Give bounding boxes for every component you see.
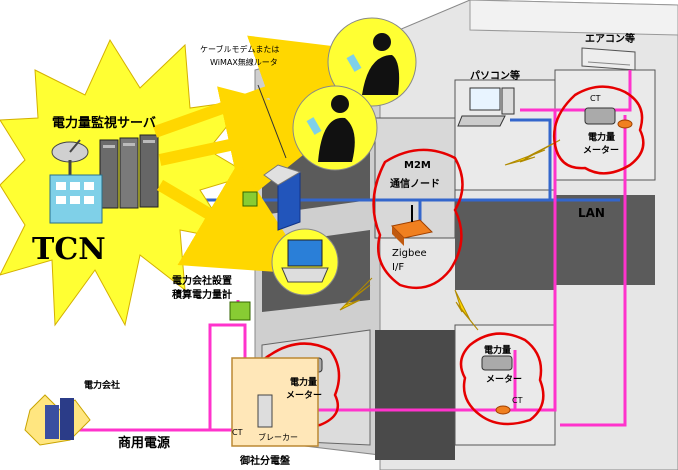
meter-upper-line2: メーター (583, 146, 620, 156)
m2m-node-icon (390, 205, 434, 246)
pc-label: パソコン等 (470, 71, 520, 82)
utility-meter-line1: 電力会社設置 (172, 276, 232, 287)
meter-right-line1: 電力量 (484, 346, 512, 356)
commercial-power-label: 商用電源 (118, 436, 171, 451)
utility-meter-line2: 積算電力量計 (172, 290, 232, 301)
wireless-signal-icons (339, 139, 561, 331)
ct-label-board: CT (232, 428, 243, 437)
distribution-board (231, 357, 319, 447)
mobile-user-1-icon (327, 17, 417, 107)
server-label: 電力量監視サーバ (52, 116, 156, 131)
meter-left-line2: メーター (286, 391, 323, 401)
ct-label-upper: CT (590, 94, 601, 103)
utility-meter-icon (229, 191, 258, 321)
satellite-dish-icon (51, 139, 89, 175)
mobile-user-2-icon (292, 85, 378, 171)
tcn-building-icon (49, 174, 103, 224)
wimax-router-label: WiMAX無線ルータ (210, 58, 278, 67)
aircon-icon (581, 47, 636, 71)
meter-right-line2: メーター (486, 375, 523, 385)
breaker-label: ブレーカー (258, 433, 298, 442)
meter-upper-line1: 電力量 (588, 133, 616, 143)
power-company-icon (24, 394, 91, 446)
zigbee-line2: I/F (392, 262, 405, 273)
meter-left-line1: 電力量 (290, 378, 318, 388)
server-icon (99, 134, 159, 209)
ct-label-right: CT (512, 396, 523, 405)
lan-label: LAN (578, 206, 605, 220)
m2m-line2: 通信ノード (390, 179, 440, 190)
zigbee-line1: Zigbee (392, 248, 427, 259)
pc-icon (457, 87, 515, 127)
aircon-label: エアコン等 (585, 34, 635, 45)
m2m-line1: M2M (404, 160, 431, 171)
power-company-label: 電力会社 (84, 381, 121, 391)
cable-modem-label: ケーブルモデムまたは (200, 45, 280, 54)
laptop-icon (271, 228, 339, 296)
distribution-board-label: 御社分電盤 (240, 456, 290, 467)
tcn-label: TCN (32, 232, 106, 267)
building (254, 0, 678, 470)
router-icon (257, 84, 302, 231)
